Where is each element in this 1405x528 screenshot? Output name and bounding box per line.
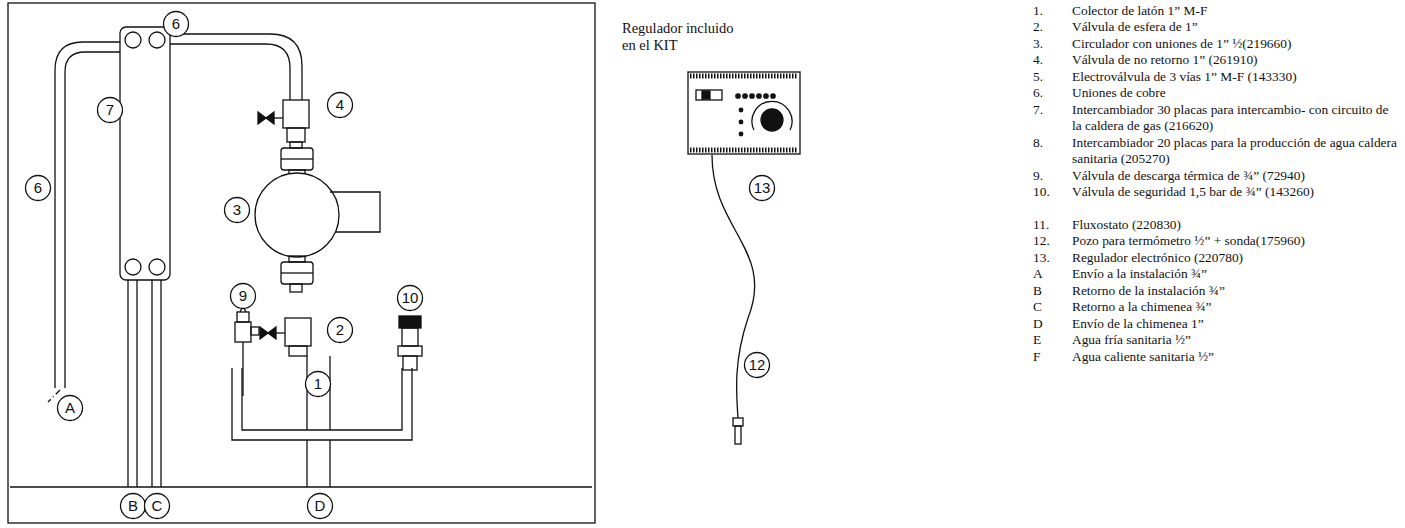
parts-list-key: 13.: [1033, 250, 1050, 266]
ball-valve: [260, 318, 311, 356]
parts-list-key: 3.: [1033, 36, 1043, 52]
callout-number: 6: [172, 16, 180, 32]
callout-number: 7: [106, 102, 114, 118]
callout-circle: [398, 286, 423, 311]
callout-circle: [164, 12, 189, 37]
kit-note: Regulador incluido en el KIT: [622, 20, 750, 54]
parts-list-key: 5.: [1033, 69, 1043, 85]
parts-list-key: 6.: [1033, 85, 1043, 101]
parts-list-item: Regulador electrónico (220780): [1072, 250, 1400, 266]
parts-list-key: 11.: [1033, 217, 1049, 233]
callout-number: 2: [336, 322, 344, 338]
callout-circle: [750, 176, 775, 201]
parts-list-key: 9.: [1033, 168, 1043, 184]
parts-list-item: Circulador con uniones de 1” ½(219660): [1072, 36, 1400, 52]
callout-circle: [231, 284, 256, 309]
callout-number: B: [128, 498, 138, 514]
check-valve: [258, 100, 309, 142]
parts-list-item: Pozo para termómetro ½” + sonda(175960): [1072, 233, 1400, 249]
parts-list-item: Retorno a la chimenea ¾”: [1072, 299, 1400, 315]
electronic-regulator: [688, 72, 800, 444]
callout-circle: [328, 318, 353, 343]
parts-list-key: F: [1033, 349, 1040, 365]
callout-circle: [121, 494, 146, 519]
parts-list-key: B: [1033, 283, 1042, 299]
parts-list-item: Colector de latón 1” M-F: [1072, 3, 1400, 19]
parts-list-item: Uniones de cobre: [1072, 85, 1400, 101]
callout-circle: [98, 98, 123, 123]
callout-circle: [26, 176, 51, 201]
parts-list-key: E: [1033, 332, 1041, 348]
parts-list-item: Válvula de seguridad 1,5 bar de ¾” (1432…: [1072, 184, 1400, 200]
brass-collector: [232, 356, 412, 487]
parts-list-item: Fluxostato (220830): [1072, 217, 1400, 233]
callout-circle: [308, 494, 333, 519]
callout-number: 6: [34, 180, 42, 196]
parts-list-key: 4.: [1033, 52, 1043, 68]
callout-number: 10: [402, 290, 419, 306]
parts-list-key: D: [1033, 316, 1043, 332]
frame: [8, 3, 595, 523]
callout-circle: [306, 372, 331, 397]
parts-list-key: C: [1033, 299, 1042, 315]
parts-list-item: Retorno de la instalación ¾”: [1072, 283, 1400, 299]
callout-number: 9: [239, 288, 247, 304]
callout-number: 3: [233, 202, 241, 218]
plate-exchanger: [120, 27, 170, 280]
parts-list-key: 8.: [1033, 135, 1043, 151]
parts-list-key: 2.: [1033, 19, 1043, 35]
callout-number: D: [315, 498, 326, 514]
parts-list-item: Intercambiador 30 placas para intercambi…: [1072, 102, 1400, 135]
callout-circle: [58, 396, 83, 421]
parts-list-key: 7.: [1033, 102, 1043, 118]
parts-list-item: Envío de la chimenea 1”: [1072, 316, 1400, 332]
parts-list-item: Envío a la instalación ¾”: [1072, 266, 1400, 282]
callout-number: 1: [314, 376, 322, 392]
callout-circle: [225, 198, 250, 223]
circulator-pump: [255, 142, 380, 292]
parts-list-key: 10.: [1033, 184, 1050, 200]
safety-valve: [398, 316, 422, 370]
callout-circle: [145, 494, 170, 519]
parts-list-item: Válvula de no retorno 1” (261910): [1072, 52, 1400, 68]
callout-number: 12: [749, 357, 766, 373]
parts-list-item: Intercambiador 20 placas para la producc…: [1072, 135, 1400, 168]
parts-list-item: Válvula de esfera de 1”: [1072, 19, 1400, 35]
parts-list-key: 12.: [1033, 233, 1050, 249]
callout-number: 4: [336, 97, 344, 113]
parts-list-key: 1.: [1033, 3, 1043, 19]
parts-list-item: Electroválvula de 3 vías 1” M-F (143330): [1072, 69, 1400, 85]
parts-list-item: Agua fría sanitaria ½”: [1072, 332, 1400, 348]
ground-line: [10, 486, 592, 487]
callout-number: 13: [754, 180, 771, 196]
copper-pipes: [48, 34, 302, 487]
parts-list-key: A: [1033, 266, 1043, 282]
callout-circle: [745, 353, 770, 378]
callout-number: C: [152, 498, 163, 514]
parts-list-item: Agua caliente sanitaria ½”: [1072, 349, 1400, 365]
callout-number: A: [65, 400, 75, 416]
thermal-discharge-valve: [235, 306, 259, 396]
parts-list-item: Válvula de descarga térmica de ¾” (72940…: [1072, 168, 1400, 184]
callout-circle: [328, 93, 353, 118]
